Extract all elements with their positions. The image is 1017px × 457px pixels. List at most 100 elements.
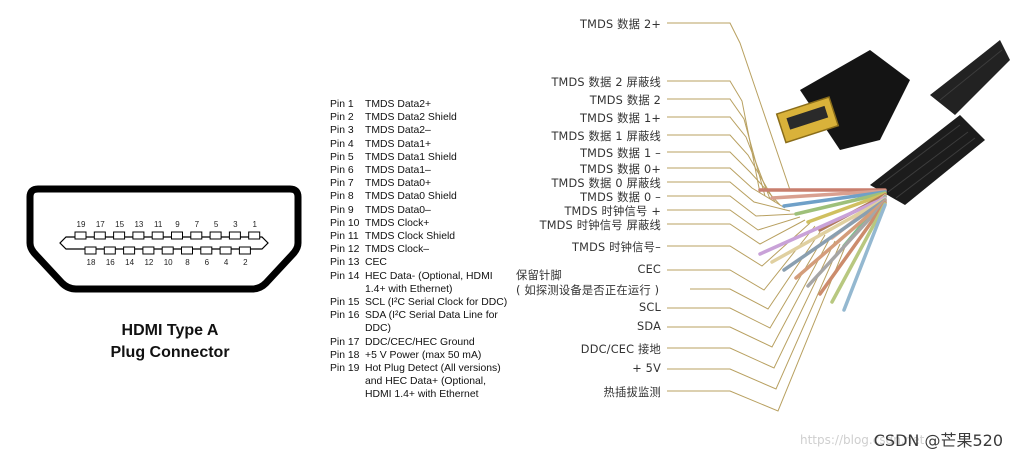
bottom-pin-number: 18 — [87, 258, 96, 267]
bottom-pin-contact — [161, 246, 174, 255]
bottom-pin-number: 6 — [205, 258, 210, 267]
cable-label: 热插拔监测 — [603, 386, 661, 399]
cable-braid — [879, 49, 1003, 199]
pin-row: Pin 11 TMDS Clock Shield — [330, 230, 510, 243]
cable-body — [870, 115, 985, 205]
pin-number: Pin 6 — [330, 165, 354, 177]
wire-strand — [842, 203, 887, 312]
pin-description: SCL (I²C Serial Clock for DDC) — [365, 297, 508, 309]
top-pin-contact — [74, 231, 87, 240]
pin-description: TMDS Clock+ — [365, 217, 430, 229]
wire-strand — [770, 197, 887, 264]
top-pin-number: 17 — [96, 220, 105, 229]
pin-number: Pin 19 — [330, 363, 360, 375]
bottom-pin-contact — [219, 246, 232, 255]
bottom-pin-number: 2 — [243, 258, 248, 267]
bottom-pin-contact — [200, 246, 213, 255]
cable-label: TMDS 时钟信号 + — [564, 205, 661, 218]
wire-strand — [782, 190, 887, 208]
wire-strand — [806, 192, 887, 224]
pin-number: Pin 9 — [330, 204, 354, 216]
pin-number: Pin 1 — [330, 99, 354, 110]
pin-description: TMDS Data1+ — [365, 138, 432, 150]
bottom-pin-number: 10 — [164, 258, 173, 267]
pin-number: Pin 11 — [330, 231, 359, 243]
cable-label: TMDS 数据 2+ — [580, 18, 661, 31]
leader-line — [667, 219, 806, 245]
bottom-pin-contact — [123, 246, 136, 255]
watermark-url: https://blog.csdn.net — [800, 433, 925, 447]
leader-line — [667, 80, 761, 194]
cable-label: TMDS 时钟信号 屏蔽线 — [539, 219, 661, 232]
cable-label: + 5V — [632, 362, 661, 375]
cable-label: TMDS 时钟信号– — [572, 241, 661, 254]
leader-line — [667, 181, 791, 212]
pin-number: Pin 13 — [330, 257, 360, 269]
pin-description: TMDS Data0+ — [365, 178, 432, 190]
pin-number: Pin 14 — [330, 270, 360, 282]
bottom-pin-number: 8 — [185, 258, 190, 267]
pin-number: Pin 17 — [330, 336, 360, 348]
pin-description: TMDS Data1 Shield — [365, 151, 457, 163]
bottom-pin-contact — [103, 246, 116, 255]
pin-description: SDA (I²C Serial Data Line for DDC) — [365, 310, 498, 335]
leader-line — [667, 134, 776, 203]
leader-line — [667, 246, 846, 412]
pin-number: Pin 7 — [330, 178, 354, 190]
top-pin-contact — [113, 231, 126, 240]
top-pin-contact — [228, 231, 241, 240]
leader-line — [667, 243, 841, 390]
pin-row: Pin 18+5 V Power (max 50 mA) — [330, 349, 510, 362]
leader-line — [667, 22, 791, 191]
top-pin-contact — [171, 231, 183, 240]
pin-row: Pin 7 TMDS Data0+ — [330, 177, 510, 190]
pin-number: Pin 12 — [330, 244, 360, 256]
leader-line — [667, 209, 801, 231]
cable-label: TMDS 数据 1+ — [580, 112, 661, 125]
bottom-pin-number: 12 — [144, 258, 153, 267]
cable-label: TMDS 数据 0 – — [580, 191, 661, 204]
leader-line — [667, 237, 831, 348]
cable-label: ( 如探测设备是否正在运行 ) — [516, 284, 660, 297]
pin-number: Pin 2 — [330, 112, 354, 124]
wire-strand — [782, 198, 887, 272]
top-pin-contact — [93, 231, 106, 240]
top-pin-number: 5 — [214, 220, 219, 229]
pin-description: +5 V Power (max 50 mA) — [365, 349, 482, 361]
pin-tongue-outline — [59, 236, 269, 250]
pin-description: HEC Data- (Optional, HDMI 1.4+ with Ethe… — [365, 270, 493, 295]
pin-number: Pin 8 — [330, 191, 354, 203]
pin-row: Pin 2 TMDS Data2 Shield — [330, 111, 510, 124]
cable-label: TMDS 数据 2 屏蔽线 — [551, 76, 661, 89]
top-pin-contact — [132, 231, 145, 240]
top-pin-number: 11 — [154, 220, 163, 229]
top-pin-contact — [248, 231, 261, 240]
top-pin-contact — [209, 231, 222, 240]
pin-row: Pin 14 HEC Data- (Optional, HDMI 1.4+ wit… — [330, 270, 510, 296]
wire-strand — [818, 201, 887, 296]
pin-description: TMDS Data2 Shield — [365, 112, 457, 124]
top-pin-number: 9 — [175, 220, 180, 229]
pin-number: Pin 16 — [330, 310, 360, 322]
leader-line — [690, 231, 821, 310]
cable-label: TMDS 数据 0+ — [580, 163, 661, 176]
wire-strand — [830, 202, 887, 304]
cable-tail — [930, 40, 1010, 115]
cable-label: TMDS 数据 2 — [589, 94, 661, 107]
pin-description: TMDS Data2+ — [365, 99, 432, 110]
pin-description: TMDS Clock Shield — [365, 231, 456, 243]
